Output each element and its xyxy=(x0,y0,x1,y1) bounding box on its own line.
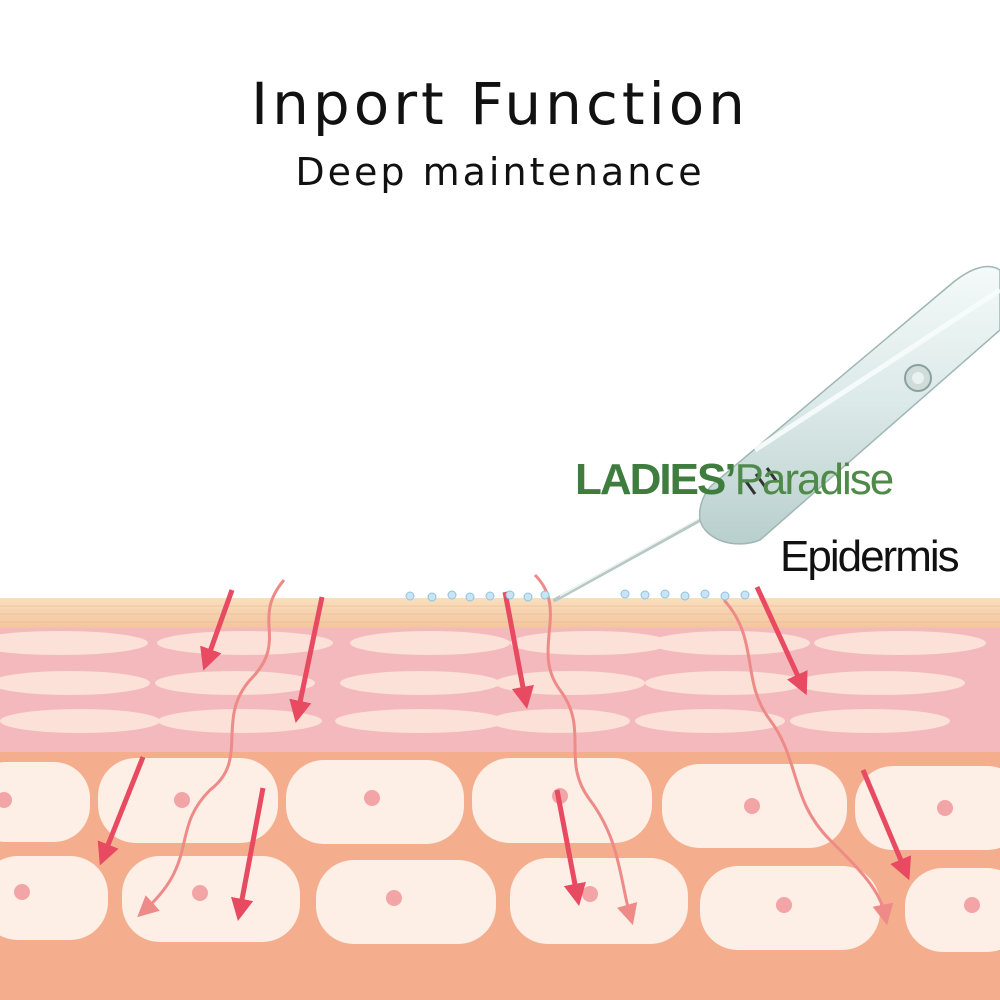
brand-part-1: LADIES’ xyxy=(575,455,737,504)
page-subtitle: Deep maintenance xyxy=(295,150,705,194)
surface-layer xyxy=(0,598,1000,628)
wave-arrows xyxy=(137,573,894,926)
page-title: Inport Function xyxy=(251,70,749,138)
brand-watermark: LADIES’Paradise xyxy=(575,455,895,505)
cell-nucleus-icon xyxy=(0,788,980,913)
droplet-icon xyxy=(405,589,750,602)
arrow-icon xyxy=(97,585,912,922)
subcutaneous-cells xyxy=(0,758,1000,952)
brand-part-2: Paradise xyxy=(734,455,895,504)
epidermis-label: Epidermis xyxy=(780,532,960,581)
device-pen-icon xyxy=(553,265,1000,602)
